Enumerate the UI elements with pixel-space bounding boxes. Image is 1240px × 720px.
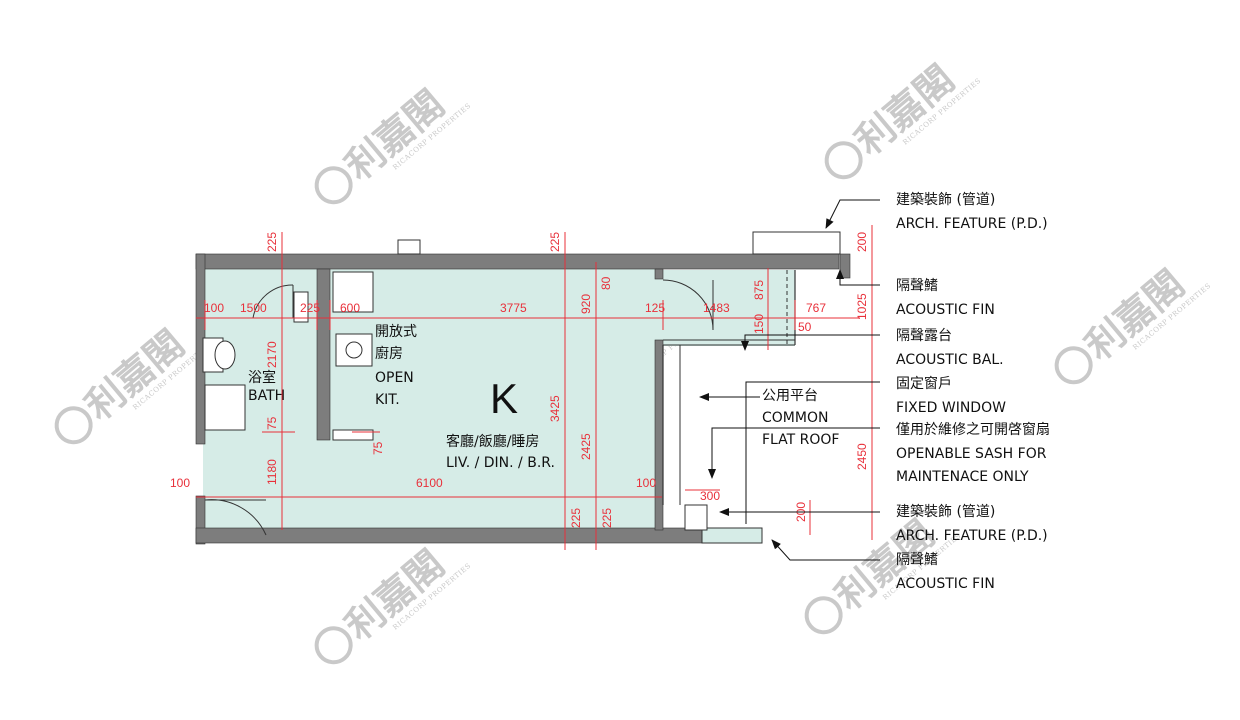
dim-50: 50: [798, 320, 812, 334]
dim-100-lower-right: 100: [636, 476, 656, 490]
callout-bal-en: ACOUSTIC BAL.: [896, 352, 1004, 368]
callout-sash-en1: OPENABLE SASH FOR: [896, 446, 1047, 462]
callout-fin-bot-cn: 隔聲鰭: [896, 551, 938, 568]
room-living-cn: 客廳/飯廳/睡房: [446, 433, 539, 450]
unit-letter: K: [490, 375, 518, 422]
flat-roof-en1: COMMON: [762, 410, 828, 426]
callout-arch-top-cn: 建築裝飾 (管道): [896, 192, 995, 208]
wall-vent: [397, 239, 421, 255]
acoustic-fin-bottom: [701, 527, 763, 544]
callout-fin-top-cn: 隔聲鰭: [896, 277, 938, 294]
arch-feature-bottom: [684, 504, 708, 531]
dim-150: 150: [752, 314, 766, 334]
room-bath-en: BATH: [248, 388, 285, 404]
dim-875: 875: [752, 280, 766, 300]
dim-3425: 3425: [548, 395, 562, 422]
callout-sash-cn: 僅用於維修之可開啓窗扇: [896, 421, 1050, 438]
dim-3775: 3775: [500, 301, 527, 315]
walls: [195, 253, 840, 545]
floor-area: [203, 263, 663, 535]
callout-fin-bot-en: ACOUSTIC FIN: [896, 576, 995, 592]
room-kitchen-en1: OPEN: [375, 370, 414, 386]
callout-arch-top-en: ARCH. FEATURE (P.D.): [896, 216, 1048, 232]
acoustic-fin-top: [839, 253, 851, 279]
doors: [204, 279, 714, 536]
callout-fixed-cn: 固定窗戶: [896, 375, 952, 392]
dim-225-bottom-a: 225: [569, 508, 583, 528]
room-kitchen-cn: 開放式: [375, 324, 417, 340]
dim-920: 920: [579, 294, 593, 314]
dim-6100: 6100: [416, 476, 443, 490]
dim-125: 125: [645, 301, 665, 315]
dim-1180: 1180: [265, 459, 279, 485]
callout-fin-top-en: ACOUSTIC FIN: [896, 302, 995, 318]
flat-roof-en2: FLAT ROOF: [762, 432, 840, 448]
room-bath-cn: 浴室: [248, 369, 276, 386]
callout-arch-bot-en: ARCH. FEATURE (P.D.): [896, 528, 1048, 544]
dim-200-top: 200: [855, 232, 869, 252]
dim-75-bath: 75: [265, 416, 279, 430]
room-living-en: LIV. / DIN. / B.R.: [446, 455, 555, 471]
dim-1500: 1500: [240, 301, 267, 315]
dim-767: 767: [806, 301, 826, 315]
flat-roof-cn: 公用平台: [762, 388, 818, 404]
room-kitchen-cn2: 廚房: [375, 345, 403, 362]
callout-sash-en2: MAINTENACE ONLY: [896, 469, 1029, 485]
callout-bal-cn: 隔聲露台: [896, 327, 952, 344]
dim-225-top-mid: 225: [548, 232, 562, 252]
kitchen-fixtures: [332, 271, 374, 441]
arch-feature-top: [752, 231, 841, 255]
callout-arch-bot-cn: 建築裝飾 (管道): [896, 504, 995, 520]
dim-75-kitchen: 75: [371, 441, 385, 455]
dim-300: 300: [700, 489, 720, 503]
dim-2170: 2170: [265, 341, 279, 368]
room-kitchen-en2: KIT.: [375, 392, 400, 408]
dim-2450: 2450: [855, 443, 869, 470]
dim-1025: 1025: [855, 293, 869, 320]
dim-2425: 2425: [579, 433, 593, 460]
callout-fixed-en: FIXED WINDOW: [896, 400, 1006, 416]
dim-100-left: 100: [204, 301, 224, 315]
callout-leaders: [699, 199, 880, 561]
acoustic-balcony-area: [663, 270, 795, 346]
dim-225-partition: 225: [300, 301, 320, 315]
dim-80: 80: [599, 276, 613, 290]
dim-225-bottom-b: 225: [600, 508, 614, 528]
bathroom-fixtures: [202, 291, 309, 431]
dim-600: 600: [340, 301, 360, 315]
dim-225-top-left: 225: [265, 232, 279, 252]
dim-100-lower-left: 100: [170, 476, 190, 490]
fixed-window-frame: [662, 270, 796, 505]
dim-1483: 1483: [703, 301, 730, 315]
